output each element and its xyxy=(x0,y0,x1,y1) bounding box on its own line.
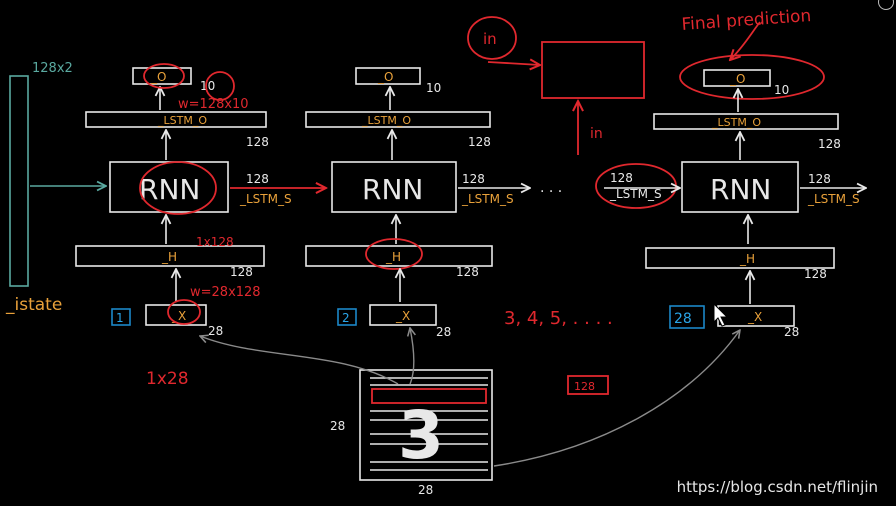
in-circle-label: in xyxy=(483,30,497,48)
lstm-output-label-1: _LSTM_O xyxy=(157,114,207,127)
hidden-label-28: _H xyxy=(739,252,755,266)
final-prediction-label: Final prediction xyxy=(681,6,812,35)
x-box-2 xyxy=(369,304,437,326)
rnn-cell-28 xyxy=(681,161,799,213)
step-badge-28 xyxy=(669,305,705,329)
time-step-1: _O 10 _LSTM_O 128 RNN _H 128 _X 28 1 128… xyxy=(75,67,326,338)
output-dim-circle-1 xyxy=(205,71,235,101)
state-label-2: _LSTM_S xyxy=(461,192,514,206)
x-circle-1 xyxy=(167,299,201,325)
lstm-output-dim-28: 128 xyxy=(818,137,841,151)
incoming-state-label: _LSTM_S xyxy=(609,187,662,201)
initial-state-label: _istate xyxy=(5,295,62,315)
lstm-output-label-28: _LSTM_O xyxy=(711,116,761,129)
x-box-1 xyxy=(145,304,207,326)
image-height: 28 xyxy=(330,419,345,433)
output-box-1 xyxy=(132,67,192,85)
weight-out-label: w=128x10 xyxy=(178,97,249,112)
in-arrow-label: in xyxy=(590,126,603,142)
output-circle-1 xyxy=(143,63,185,89)
digit-image: 3 28 28 xyxy=(330,369,493,497)
output-label-1: _O xyxy=(150,70,166,84)
incoming-state-circle xyxy=(595,163,677,209)
rnn-label-1: RNN xyxy=(139,173,200,206)
hidden-label-1: _H xyxy=(161,250,177,264)
small-red-box xyxy=(567,375,609,395)
digit-glyph: 3 xyxy=(398,397,444,474)
incoming-state-dim: 128 xyxy=(610,171,633,185)
lstm-output-box-1 xyxy=(85,111,267,128)
rnn-label-28: RNN xyxy=(710,173,771,206)
x-dim-2: 28 xyxy=(436,325,451,339)
lstm-output-dim-1: 128 xyxy=(246,135,269,149)
highlighted-row xyxy=(371,388,487,404)
output-dim-1: 10 xyxy=(200,79,215,93)
output-label-2: _O xyxy=(377,70,393,84)
hidden-circle-2 xyxy=(365,238,423,270)
output-dim-2: 10 xyxy=(426,81,441,95)
hidden-shape-label: 1x128 xyxy=(196,235,234,249)
hidden-dim-2: 128 xyxy=(456,265,479,279)
output-box-2 xyxy=(355,67,421,85)
sequence-label: 3, 4, 5, . . . . xyxy=(504,308,613,329)
state-dim-2: 128 xyxy=(462,172,485,186)
rnn-circle-1 xyxy=(139,161,217,215)
weight-in-label: w=28x128 xyxy=(190,285,261,300)
ellipsis: . . . xyxy=(540,180,562,196)
x-label-1: _X xyxy=(171,309,186,323)
step-badge-2 xyxy=(337,308,357,326)
output-box-28 xyxy=(703,69,771,87)
rnn-cell-2 xyxy=(331,161,457,213)
watermark: https://blog.csdn.net/flinjin xyxy=(676,478,878,496)
x-dim-1: 28 xyxy=(208,324,223,338)
state-dim-28: 128 xyxy=(808,172,831,186)
x-label-2: _X xyxy=(395,309,410,323)
hidden-label-2: _H xyxy=(385,250,401,264)
x-label-28: _X xyxy=(747,310,762,324)
hidden-box-28 xyxy=(645,247,835,269)
hidden-box-2 xyxy=(305,245,493,267)
lstm-output-box-28 xyxy=(653,113,839,130)
cursor-icon xyxy=(713,302,729,327)
rnn-label-2: RNN xyxy=(362,173,423,206)
input-box xyxy=(541,41,645,99)
state-label-1: _LSTM_S xyxy=(239,192,292,206)
final-output-circle xyxy=(679,54,825,100)
hidden-dim-28: 128 xyxy=(804,267,827,281)
step-badge-1 xyxy=(111,308,131,326)
output-dim-28: 10 xyxy=(774,83,789,97)
step-number-28: 28 xyxy=(674,311,692,327)
output-label-28: _O xyxy=(729,72,745,86)
state-label-28: _LSTM_S xyxy=(807,192,860,206)
in-arrow-to-box xyxy=(487,62,540,65)
small-red-box-label: 128 xyxy=(574,380,595,393)
lstm-output-box-2 xyxy=(305,111,491,128)
hidden-box-1 xyxy=(75,245,265,267)
image-frame xyxy=(359,369,493,481)
lstm-output-dim-2: 128 xyxy=(468,135,491,149)
time-step-28: _O 10 _LSTM_O 128 RNN _H 128 _X 28 28 12… xyxy=(645,69,866,339)
in-circle xyxy=(467,16,517,60)
state-shape-label: 128x2 xyxy=(32,61,73,76)
image-width: 28 xyxy=(418,483,433,497)
input-shape-label: 1x28 xyxy=(146,369,189,389)
time-step-2: _O 10 _LSTM_O 128 RNN _H 128 _X 28 2 128… xyxy=(305,67,530,339)
row-28-to-x28-arrow xyxy=(493,330,740,467)
state-dim-1: 128 xyxy=(246,172,269,186)
row-2-to-x2-arrow xyxy=(410,328,414,385)
lstm-output-label-2: _LSTM_O xyxy=(361,114,411,127)
step-number-1: 1 xyxy=(116,311,124,325)
step-number-2: 2 xyxy=(342,311,350,325)
row-1-to-x1-arrow xyxy=(200,336,399,385)
state-bar xyxy=(9,75,29,287)
x-dim-28: 28 xyxy=(784,325,799,339)
hidden-dim-1: 128 xyxy=(230,265,253,279)
